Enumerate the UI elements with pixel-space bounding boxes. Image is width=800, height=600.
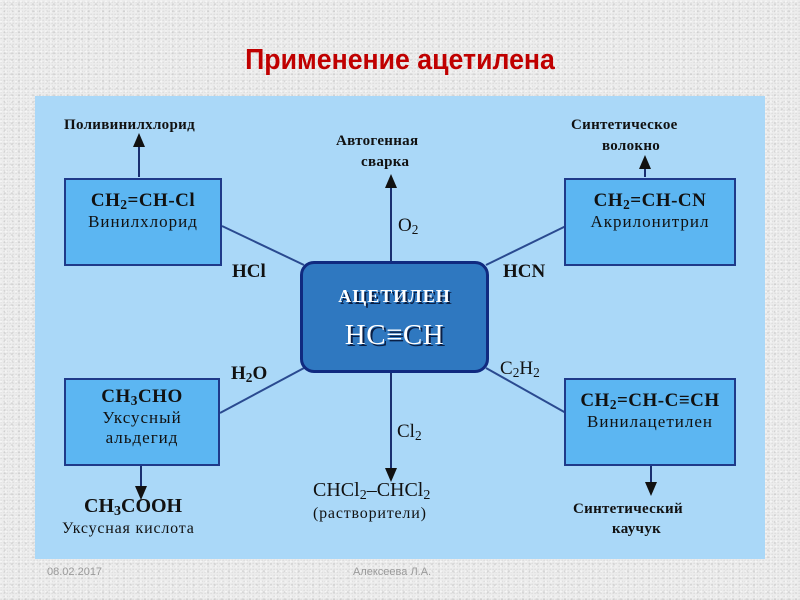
formula-acetaldehyde: CH3CHO: [101, 386, 183, 408]
slide-title: Применение ацетилена: [245, 44, 555, 76]
name-acrylonitrile: Акрилонитрил: [590, 212, 710, 231]
name-acetaldehyde-line2: альдегид: [105, 428, 179, 447]
formula-acrylonitrile: CH2=CH-CN: [593, 190, 707, 212]
product-acetic-acid-formula: CH3COOH: [84, 495, 183, 519]
name-vinylchloride: Винилхлорид: [88, 212, 198, 231]
product-polyvinylchloride: Поливинилхлорид: [64, 117, 195, 133]
box-acrylonitrile: CH2=CH-CN Акрилонитрил: [564, 178, 736, 266]
product-solvent-formula: CHCl2–CHCl2: [313, 479, 431, 503]
line-center-top-right: [485, 225, 567, 266]
product-acetic-acid-name: Уксусная кислота: [62, 520, 195, 537]
reagent-c2h2: C2H2: [500, 358, 540, 380]
reagent-o2: O2: [398, 215, 419, 237]
box-vinylacetylene: CH2=CH-C≡CH Винилацетилен: [564, 378, 736, 466]
footer-author: Алексеева Л.А.: [353, 566, 432, 578]
product-welding-line1: Автогенная: [336, 133, 419, 149]
acetylene-name: АЦЕТИЛЕН: [338, 286, 451, 306]
reagent-h2o: H2O: [231, 363, 268, 385]
acetylene-formula: HC≡CH: [344, 319, 445, 351]
line-center-bottom-right: [485, 367, 567, 414]
product-solvent-name: (растворители): [313, 505, 427, 522]
formula-vinylacetylene: CH2=CH-C≡CH: [580, 390, 720, 412]
acetylene-center-box: АЦЕТИЛЕН HC≡CH: [300, 261, 489, 373]
reagent-cl2: Cl2: [397, 421, 422, 443]
line-center-top-left: [221, 225, 305, 266]
product-rubber-line1: Синтетический: [573, 501, 683, 517]
product-fiber-line2: волокно: [602, 138, 661, 154]
product-welding-line2: сварка: [361, 154, 410, 170]
box-acetaldehyde: CH3CHO Уксусный альдегид: [64, 378, 220, 466]
product-rubber-line2: каучук: [612, 521, 662, 537]
box-vinylchloride: CH2=CH-Cl Винилхлорид: [64, 178, 222, 266]
reagent-hcn: HCN: [503, 261, 546, 282]
line-center-bottom-left: [219, 367, 305, 414]
name-vinylacetylene: Винилацетилен: [587, 412, 713, 431]
footer-date: 08.02.2017: [47, 566, 103, 578]
product-fiber-line1: Синтетическое: [571, 117, 678, 133]
reagent-hcl: HCl: [232, 261, 266, 282]
formula-vinylchloride: CH2=CH-Cl: [90, 190, 196, 212]
name-acetaldehyde-line1: Уксусный: [102, 408, 182, 427]
